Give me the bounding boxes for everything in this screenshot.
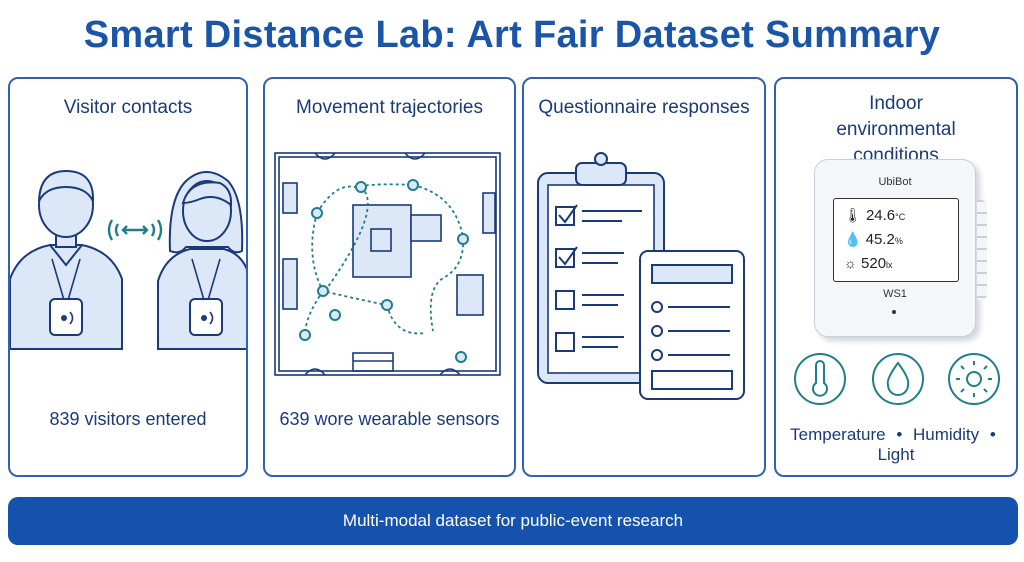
panel-movement-trajectories: Movement trajectories [263,77,516,477]
panel-title-contacts: Visitor contacts [63,97,193,118]
panel-title-trajectories: Movement trajectories [296,97,483,118]
temperature-readout: 🌡 24.6°C [844,207,906,224]
panel-questionnaire-responses: Questionnaire responses [522,77,766,477]
ubibot-sensor-device: UbiBot 🌡 24.6°C 💧 45.2% ☼ 520lx WS1 [814,159,987,337]
label-humidity: Humidity [913,425,980,444]
panel-title-questionnaire: Questionnaire responses [538,97,750,118]
condition-icons [794,353,1000,405]
panel-visitor-contacts: Visitor contacts [8,77,248,477]
light-circle-icon [948,353,1000,405]
sensor-wearers-count: 639 wore wearable sensors [279,409,500,429]
condition-labels: Temperature • Humidity • Light [776,425,1016,465]
summary-banner: Multi-modal dataset for public-event res… [8,497,1018,545]
label-separator: • [989,425,996,444]
form-sheet-icon [639,250,745,400]
temperature-circle-icon [794,353,846,405]
device-brand-label: UbiBot [878,176,912,188]
panel-environmental-conditions: Indoor environmental conditions UbiBot 🌡… [774,77,1018,477]
panel-title-environment: Indoor environmental conditions [836,93,956,166]
female-visitor-icon [157,171,246,350]
contact-signal-icon [107,219,163,241]
visitors-entered-count: 839 visitors entered [49,409,207,429]
sun-icon: ☼ [844,255,857,271]
light-readout: ☼ 520lx [844,255,893,272]
thermometer-icon: 🌡 [844,207,862,223]
droplet-icon: 💧 [844,231,862,247]
label-temperature: Temperature [790,425,886,444]
device-side-vents [977,200,987,300]
device-model-label: WS1 [883,288,907,300]
floor-plan-illustration [274,152,501,376]
trajectory-waypoints [299,179,469,363]
device-screen: 🌡 24.6°C 💧 45.2% ☼ 520lx [833,198,959,282]
humidity-readout: 💧 45.2% [844,231,903,248]
male-visitor-icon [10,169,123,350]
device-indicator-dot [892,310,896,314]
label-light: Light [877,445,915,464]
humidity-circle-icon [872,353,924,405]
label-separator: • [896,425,903,444]
clipboard-icon [537,152,665,384]
page-title: Smart Distance Lab: Art Fair Dataset Sum… [83,14,941,56]
visitor-contact-illustration [10,169,246,350]
questionnaire-illustration [537,152,745,400]
